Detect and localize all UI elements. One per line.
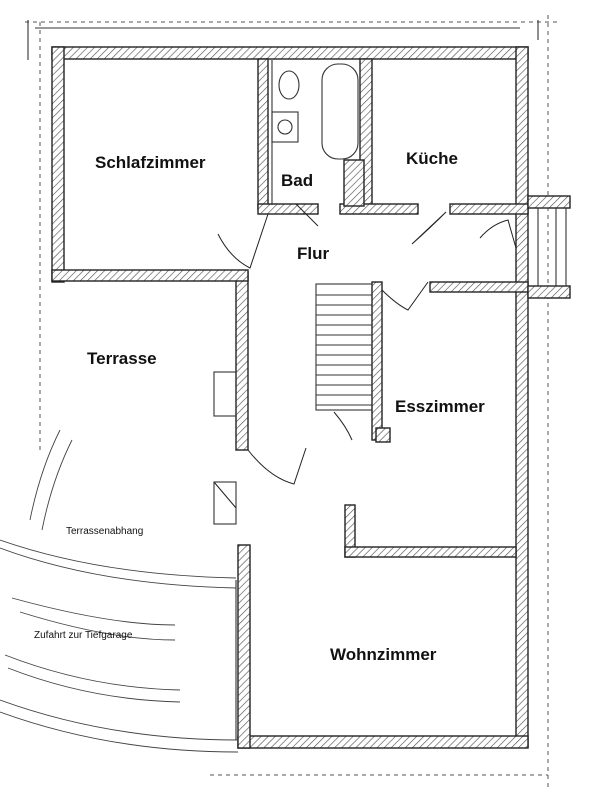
note-terrassenabhang: Terrassenabhang [66,526,143,537]
interior-walls [51,58,529,558]
washbasin [271,111,299,143]
wall-bed-bottom [51,269,249,282]
room-labels: Schlafzimmer Bad Küche Flur Terrasse Ess… [34,149,485,664]
terrace-slope [0,429,239,753]
wall-ess-l-horiz [344,546,517,558]
room-label-schlafzimmer: Schlafzimmer [95,153,206,172]
wall-flur-bottom [429,281,529,293]
toilet [278,70,300,100]
doors [213,203,517,509]
wall-left-top [51,46,65,283]
wall-bath-bottom [257,203,319,215]
room-label-flur: Flur [297,244,329,263]
dimension-lines [25,15,560,790]
room-label-wohnzimmer: Wohnzimmer [330,645,437,664]
wall-top [51,46,529,60]
wall-bath-left [257,58,269,210]
staircase [315,283,373,411]
bath-fixtures [271,60,359,205]
room-label-esszimmer: Esszimmer [395,397,485,416]
outer-walls [51,46,529,749]
wall-stair-right [371,281,383,441]
chimney [343,159,365,207]
room-label-kueche: Küche [406,149,458,168]
wall-kitchen-bottom [449,203,529,215]
wall-bath-bottom-2 [339,203,419,215]
note-tiefgarage: Zufahrt zur Tiefgarage [34,630,133,641]
room-label-bad: Bad [281,171,313,190]
windows [213,195,571,525]
bathtub [321,63,359,160]
stair-post [375,427,391,443]
wall-right [515,46,529,748]
wall-flur-left [235,271,249,451]
wall-wohn-left [237,544,251,749]
room-label-terrasse: Terrasse [87,349,157,368]
wall-bottom [237,735,529,749]
